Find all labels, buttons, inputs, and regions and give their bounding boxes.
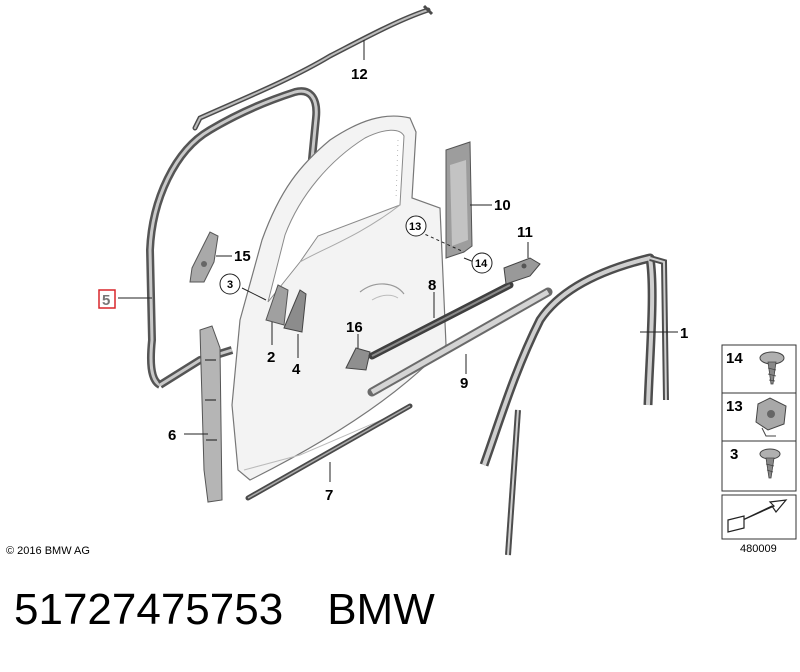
label-9: 9: [460, 375, 468, 392]
label-2: 2: [267, 349, 275, 366]
callout-3: 3: [219, 273, 241, 295]
leader-lines: [118, 40, 678, 482]
diagram-number: 480009: [740, 543, 777, 555]
label-7: 7: [325, 487, 333, 504]
legend-label-3: 3: [730, 446, 738, 463]
footer-caption: 51727475753 BMW: [14, 584, 435, 636]
label-11: 11: [517, 224, 533, 241]
screw-icon: [759, 351, 785, 385]
copyright-text: © 2016 BMW AG: [6, 545, 90, 557]
svg-text:3: 3: [227, 279, 233, 291]
label-4: 4: [292, 361, 301, 378]
svg-text:5: 5: [102, 292, 110, 309]
roof-seal-strip: [192, 4, 434, 131]
legend-label-14: 14: [726, 350, 743, 367]
highlighted-label-5[interactable]: 5: [98, 289, 116, 309]
svg-text:14: 14: [475, 258, 488, 270]
part-number: 51727475753: [14, 585, 284, 634]
brand-name: BMW: [327, 585, 435, 634]
a-pillar-trim: [199, 325, 223, 503]
small-clip: [345, 347, 371, 371]
mirror-triangle-outer: [283, 289, 307, 333]
outer-belt-moulding: [367, 287, 553, 397]
door-shell: [231, 115, 447, 481]
fastener-legend: 14 13 3: [721, 344, 797, 540]
mirror-triangle-inner: [265, 284, 289, 326]
svg-text:13: 13: [409, 221, 421, 233]
b-pillar-trim: [445, 141, 473, 259]
callout-14: 14: [471, 252, 493, 274]
door-frame-seal: [146, 87, 321, 389]
label-1: 1: [680, 325, 688, 342]
label-10: 10: [494, 197, 511, 214]
callout-13: 13: [405, 215, 427, 237]
window-channel-strip: [368, 281, 514, 360]
clip-nut-icon: [755, 397, 787, 437]
mount-bracket: [503, 257, 541, 285]
direction-arrow-icon: [727, 499, 788, 533]
screw-icon-small: [759, 448, 781, 479]
legend-label-13: 13: [726, 398, 743, 415]
lower-door-seal: [245, 403, 413, 501]
label-15: 15: [234, 248, 251, 265]
small-bracket: [189, 231, 219, 283]
window-frame-seal: [479, 253, 669, 556]
part-labels: 12 10 11 15 1 8 9 16 2 4 6 7 3 13 14 5: [98, 66, 688, 504]
label-12: 12: [351, 66, 368, 83]
label-6: 6: [168, 427, 176, 444]
label-16: 16: [346, 319, 363, 336]
label-8: 8: [428, 277, 436, 294]
